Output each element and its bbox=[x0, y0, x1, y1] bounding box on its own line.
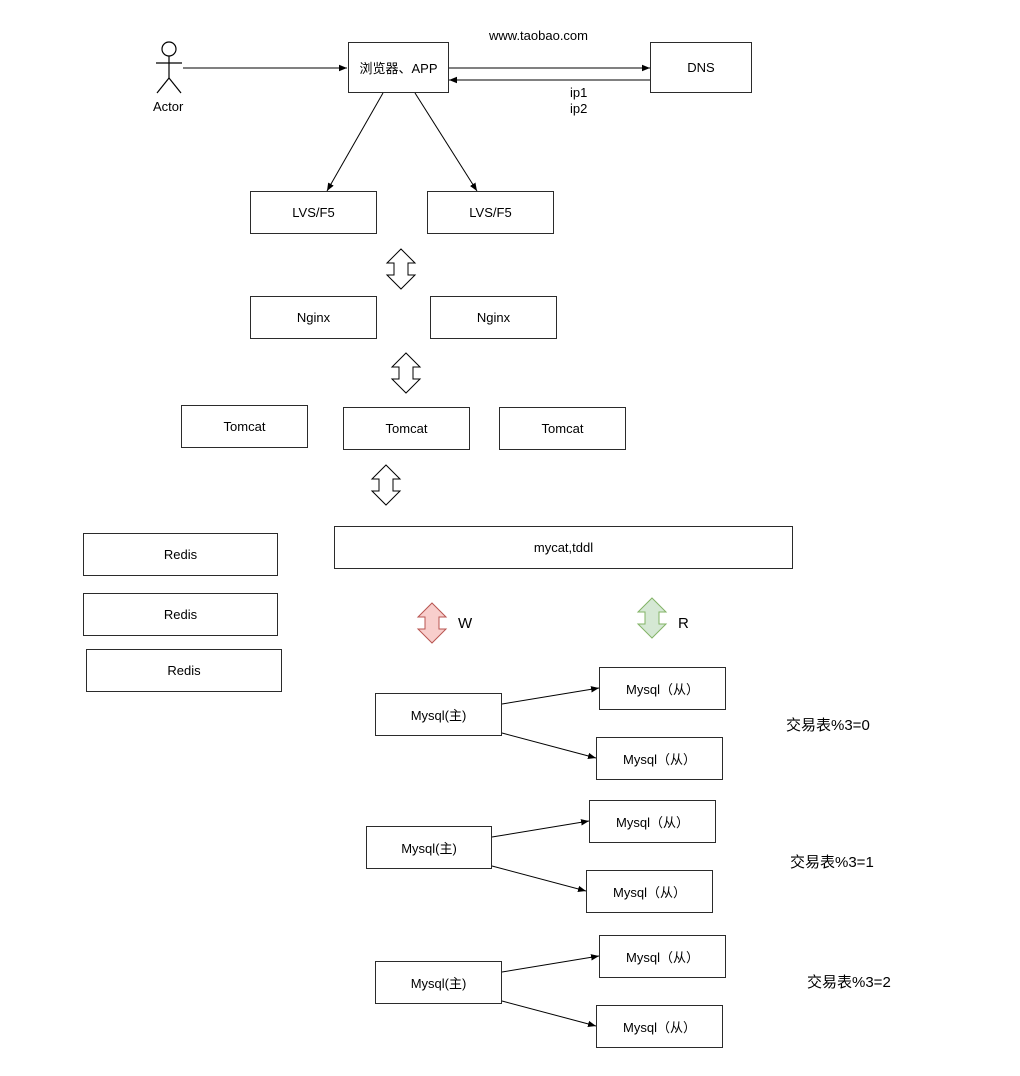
group0-slave-node-2: Mysql（从） bbox=[596, 737, 723, 780]
browser-to-lvs-right-arrow bbox=[414, 92, 478, 192]
read-double-arrow bbox=[636, 597, 668, 639]
shard-1-label: 交易表%3=1 bbox=[790, 854, 874, 871]
group1-replication-arrow-1 bbox=[491, 819, 590, 838]
group2-slave-node-2: Mysql（从） bbox=[596, 1005, 723, 1048]
shard-2-label: 交易表%3=2 bbox=[807, 974, 891, 991]
group0-slave-node-1: Mysql（从） bbox=[599, 667, 726, 710]
lvs-nginx-double-arrow bbox=[385, 248, 417, 290]
lvs-node-left: LVS/F5 bbox=[250, 191, 377, 234]
dns-ip2-label: ip2 bbox=[570, 101, 588, 116]
group2-replication-arrow-2 bbox=[501, 1000, 597, 1028]
shard-0-label: 交易表%3=0 bbox=[786, 717, 870, 734]
redis-node-2: Redis bbox=[83, 593, 278, 636]
actor-figure bbox=[156, 41, 182, 94]
actor-label: Actor bbox=[153, 99, 184, 114]
write-label: W bbox=[458, 615, 473, 632]
write-double-arrow bbox=[416, 602, 448, 644]
group0-replication-arrow-2 bbox=[501, 732, 597, 760]
nginx-node-right: Nginx bbox=[430, 296, 557, 339]
nginx-node-left: Nginx bbox=[250, 296, 377, 339]
tomcat-node-2: Tomcat bbox=[343, 407, 470, 450]
site-url-label: www.taobao.com bbox=[489, 28, 588, 43]
group1-replication-arrow-2 bbox=[491, 865, 587, 893]
redis-node-3: Redis bbox=[86, 649, 282, 692]
group0-master-node: Mysql(主) bbox=[375, 693, 502, 736]
redis-node-1: Redis bbox=[83, 533, 278, 576]
group1-slave-node-1: Mysql（从） bbox=[589, 800, 716, 843]
dns-ip1-label: ip1 bbox=[570, 85, 588, 100]
browser-to-lvs-left-arrow bbox=[326, 92, 384, 192]
group1-slave-node-2: Mysql（从） bbox=[586, 870, 713, 913]
dns-node: DNS bbox=[650, 42, 752, 93]
browser-node: 浏览器、APP bbox=[348, 42, 449, 93]
group2-slave-node-1: Mysql（从） bbox=[599, 935, 726, 978]
group1-master-node: Mysql(主) bbox=[366, 826, 492, 869]
group2-replication-arrow-1 bbox=[501, 954, 600, 973]
tomcat-mycat-double-arrow bbox=[370, 464, 402, 506]
lvs-node-right: LVS/F5 bbox=[427, 191, 554, 234]
nginx-tomcat-double-arrow bbox=[390, 352, 422, 394]
group0-replication-arrow-1 bbox=[501, 686, 600, 705]
mycat-node: mycat,tddl bbox=[334, 526, 793, 569]
read-label: R bbox=[678, 615, 689, 632]
tomcat-node-3: Tomcat bbox=[499, 407, 626, 450]
tomcat-node-1: Tomcat bbox=[181, 405, 308, 448]
group2-master-node: Mysql(主) bbox=[375, 961, 502, 1004]
